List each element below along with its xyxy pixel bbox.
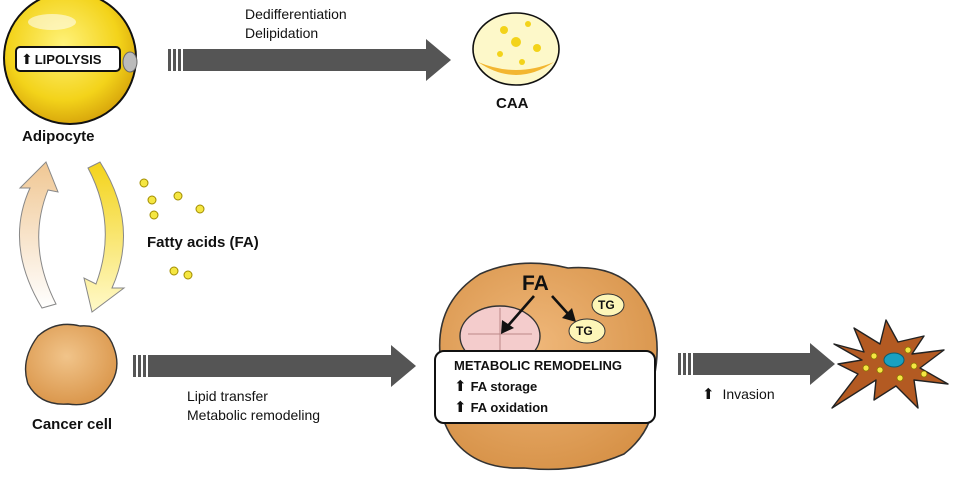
lipid-transfer-arrow — [133, 345, 416, 387]
lipid-transfer-text: Lipid transfer — [187, 388, 268, 404]
fatty-acid-droplets — [139, 178, 205, 280]
fatty-acids-label: Fatty acids (FA) — [147, 234, 259, 251]
fa-storage-text: FA storage — [470, 378, 538, 394]
tg-label-1: TG — [598, 298, 615, 312]
metabolic-remodeling-title: METABOLIC REMODELING — [454, 358, 623, 373]
cancer-cell-label: Cancer cell — [32, 416, 113, 433]
fa-label: FA — [522, 272, 549, 295]
metabolic-remodeling-text: Metabolic remodeling — [187, 407, 321, 423]
up-arrow-icon: ⬆ — [702, 386, 715, 403]
tg-label-2: TG — [576, 324, 593, 338]
up-arrow-icon: ⬆ — [454, 399, 467, 416]
invasive-cell — [831, 319, 949, 409]
invasion-arrow — [678, 343, 835, 385]
cancer-cell — [24, 323, 118, 406]
invasion-text: ⬆ Invasion — [702, 385, 775, 403]
dedifferentiation-text: Dedifferentiation — [245, 6, 347, 22]
dedifferentiation-arrow — [168, 39, 451, 81]
up-arrow-icon: ⬆ — [454, 378, 467, 395]
cycle-arrows — [18, 161, 126, 313]
lipolysis-badge: ⬆ LIPOLYSIS — [15, 46, 121, 72]
caa-cell — [472, 12, 560, 86]
caa-label: CAA — [496, 95, 529, 112]
metabolic-remodeling-box: METABOLIC REMODELING ⬆ FA storage ⬆ FA o… — [434, 350, 656, 424]
lipolysis-label: LIPOLYSIS — [34, 51, 102, 67]
up-arrow-icon: ⬆ — [21, 50, 33, 67]
invasion-label: Invasion — [722, 386, 775, 402]
adipocyte-label: Adipocyte — [22, 128, 95, 145]
fa-oxidation-text: FA oxidation — [470, 399, 549, 415]
delipidation-text: Delipidation — [245, 25, 319, 41]
